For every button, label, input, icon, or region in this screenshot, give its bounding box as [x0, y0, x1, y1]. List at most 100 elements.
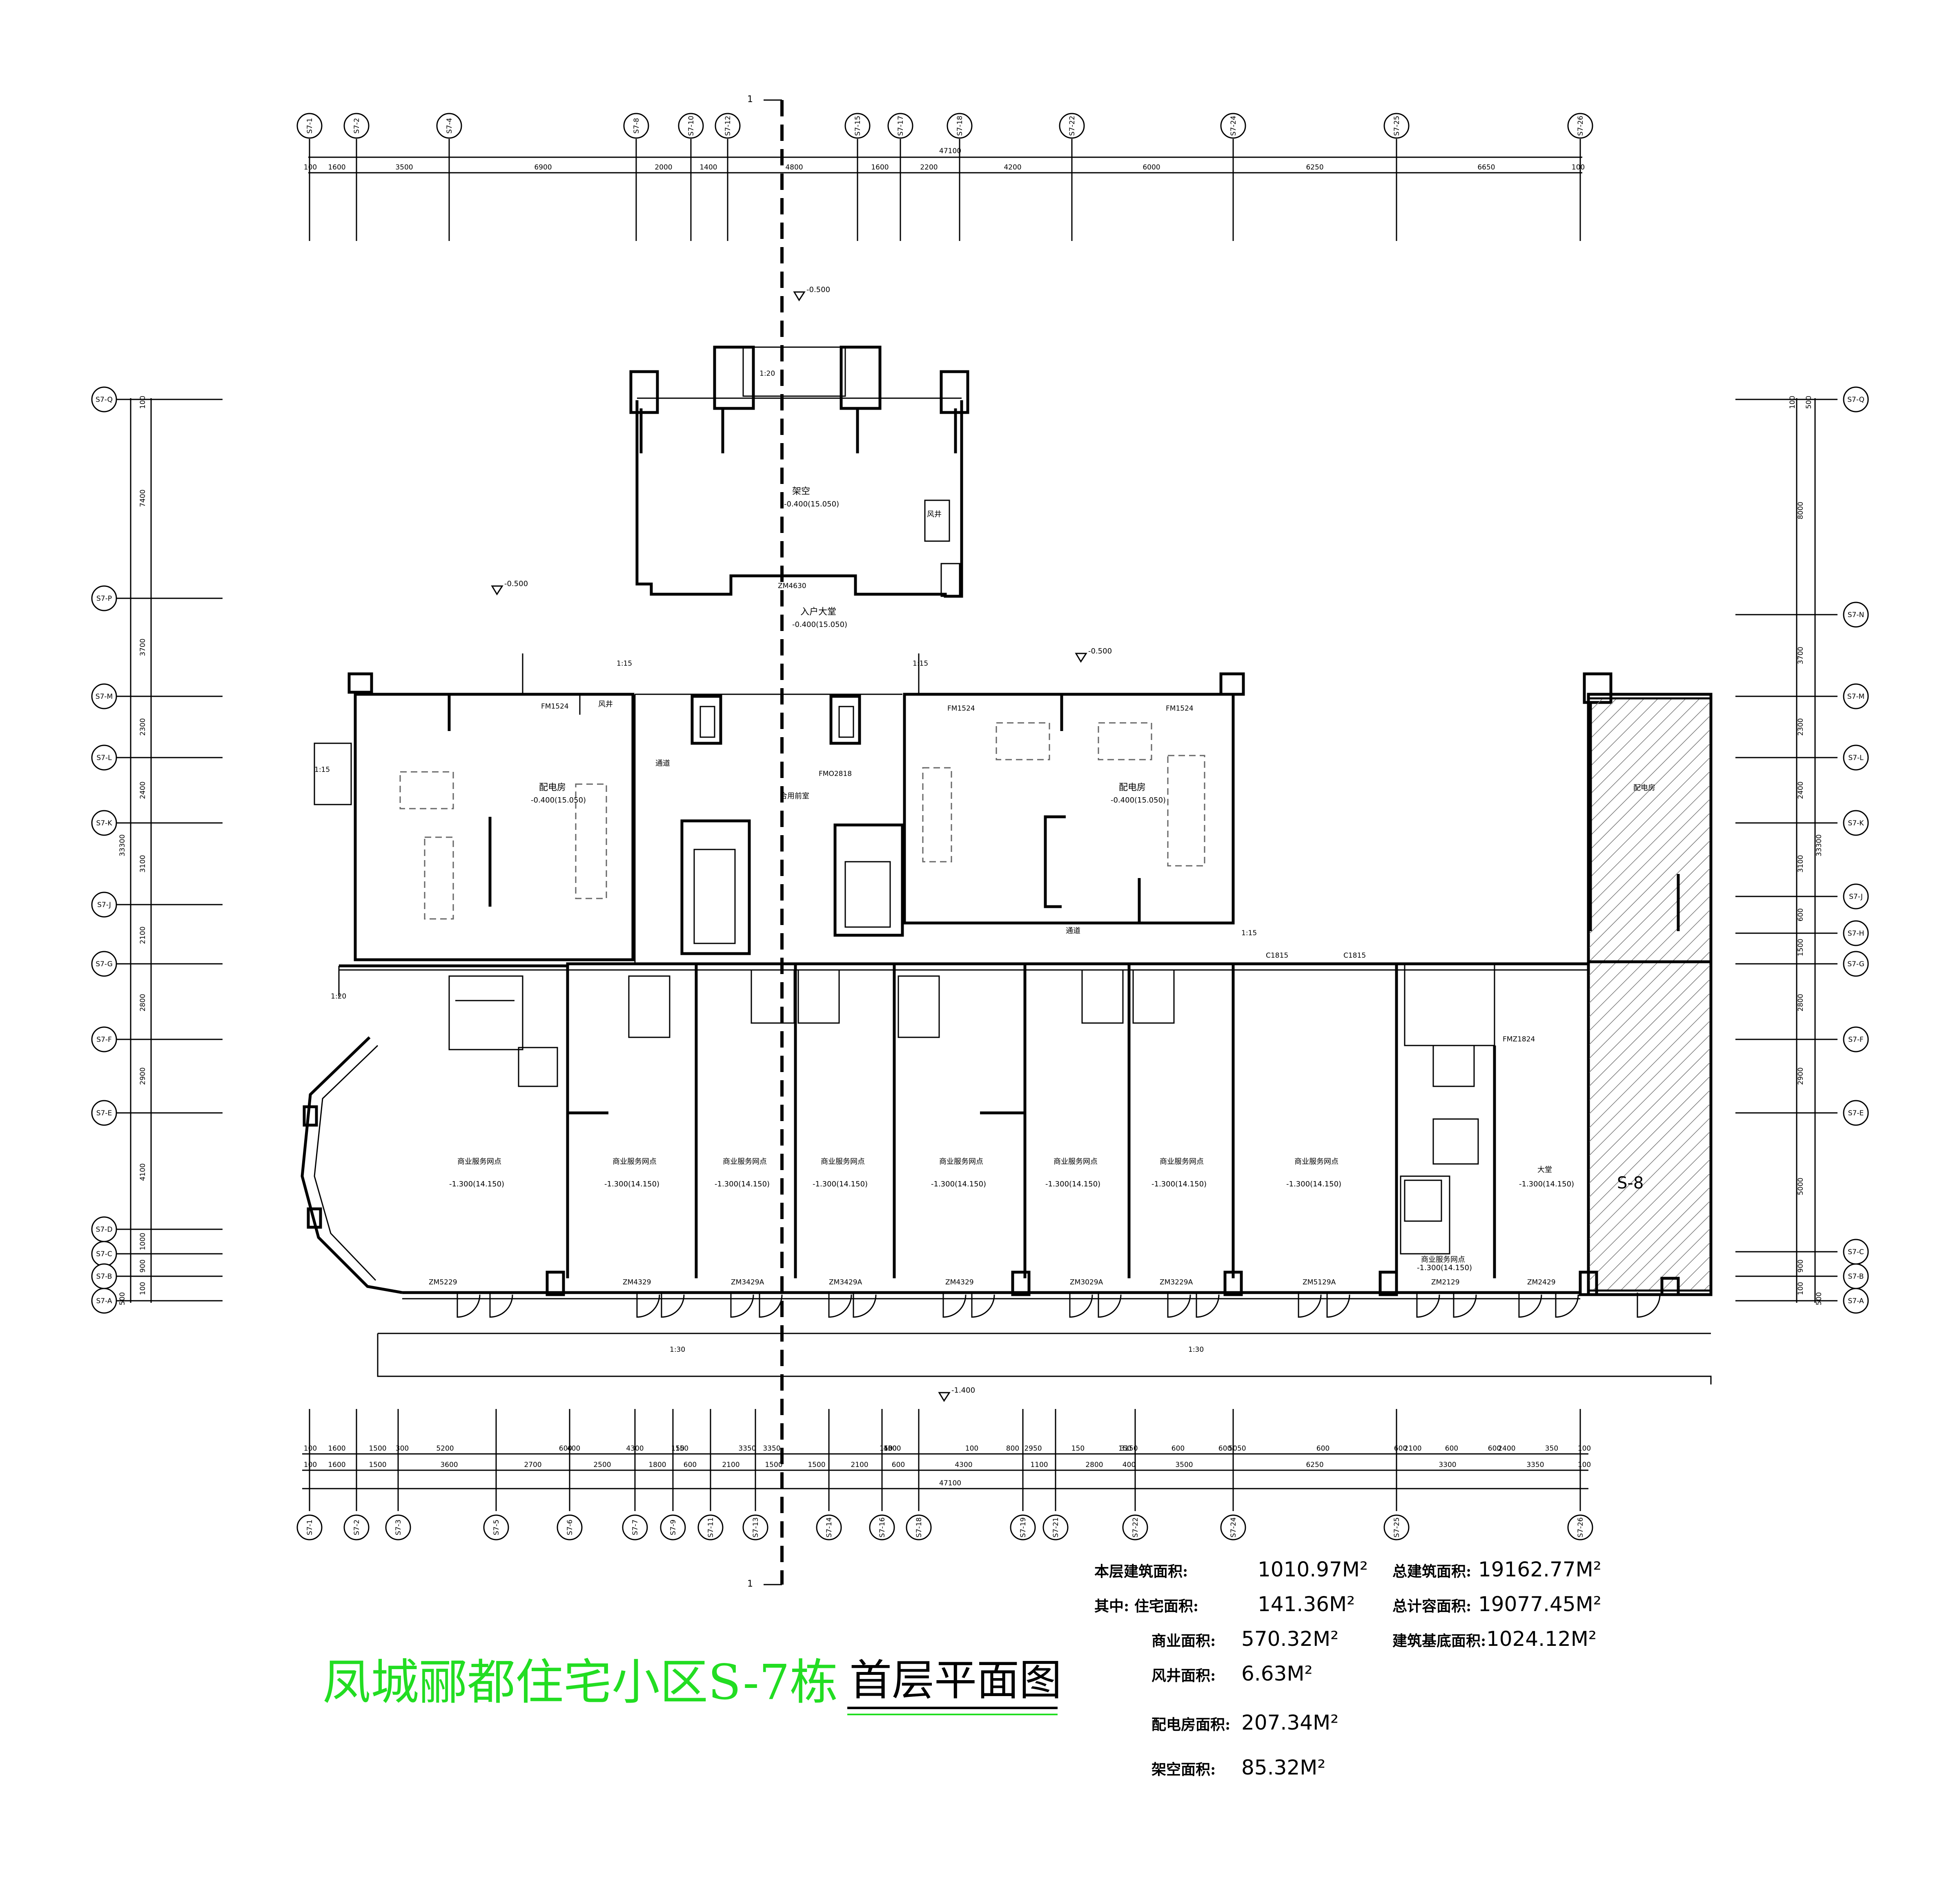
dimension-value: 4200 — [1004, 163, 1021, 172]
axis-label: S7-D — [96, 1226, 113, 1234]
bottom-total-dimension: 47100 — [939, 1479, 961, 1487]
axis-label: S7-22 — [1068, 116, 1076, 136]
door-swing — [971, 1293, 995, 1318]
axis-bubble: S7-25 — [1383, 1514, 1410, 1540]
dimension-value: 6900 — [534, 163, 552, 172]
door-swing — [828, 1293, 852, 1318]
dimension-value: 1500 — [765, 1461, 782, 1469]
axis-bubble: S7-P — [91, 585, 117, 611]
level-left-outdoor: -0.500 — [504, 580, 528, 588]
door-tag: ZM3029A — [1070, 1278, 1103, 1286]
axis-bubble: S7-K — [1843, 810, 1869, 836]
slope-mark: 1:15 — [913, 660, 928, 668]
room-label-shop-6: 商业服务网点 — [1054, 1157, 1098, 1166]
dimension-value: 600 — [1316, 1445, 1330, 1453]
axis-bubble: S7-B — [91, 1263, 117, 1289]
dimension-value: 4100 — [139, 1163, 147, 1181]
axis-label: S7-10 — [687, 116, 695, 136]
axis-bubble: S7-E — [91, 1100, 117, 1126]
dimension-value: 100 — [1578, 1461, 1591, 1469]
dimension-value: 350 — [1545, 1445, 1558, 1453]
axis-label: S7-J — [1849, 893, 1863, 901]
stat-value: 19162.77M² — [1478, 1558, 1601, 1581]
room-level-hall: -1.300(14.150) — [1519, 1180, 1574, 1188]
stat-label: 风井面积: — [1152, 1667, 1216, 1684]
dimension-value: 600 — [1797, 908, 1805, 921]
stat-value: 1010.97M² — [1258, 1558, 1368, 1581]
room-label-power-left: 配电房 — [539, 782, 566, 793]
door-swing — [759, 1293, 783, 1318]
axis-bubble: S7-26 — [1567, 113, 1593, 139]
dimension-value: 300 — [396, 1445, 409, 1453]
dimension-value: 150 — [1071, 1445, 1085, 1453]
axis-bubble: S7-21 — [1042, 1514, 1069, 1540]
axis-bubble: S7-1 — [296, 113, 323, 139]
dimension-value: 4300 — [955, 1461, 972, 1469]
door-swing — [1637, 1293, 1661, 1318]
door-tag: ZM2129 — [1431, 1278, 1460, 1286]
room-level-shop-9: -1.300(14.150) — [1417, 1264, 1472, 1272]
room-label-shop-5: 商业服务网点 — [939, 1157, 983, 1166]
door-swing — [942, 1293, 967, 1318]
axis-bubble: S7-24 — [1220, 113, 1246, 139]
axis-label: S7-N — [1848, 611, 1864, 619]
dimension-value: 3300 — [1439, 1461, 1456, 1469]
axis-label: S7-C — [1848, 1248, 1864, 1256]
axis-bubble: S7-3 — [385, 1514, 411, 1540]
dimension-value: 150 — [671, 1445, 684, 1453]
axis-label: S7-Q — [96, 396, 113, 404]
axis-label: S7-L — [1848, 754, 1864, 762]
axis-bubble: S7-8 — [623, 113, 649, 139]
room-level-shop-3: -1.300(14.150) — [715, 1180, 770, 1188]
axis-label: S7-16 — [878, 1517, 886, 1537]
axis-bubble: S7-L — [1843, 745, 1869, 771]
stat-label: 建筑基底面积: — [1392, 1632, 1486, 1650]
axis-bubble: S7-F — [91, 1026, 117, 1052]
room-label-shared-anteroom: 合用前室 — [780, 792, 809, 800]
project-title: 凤城郦都住宅小区S-7栋 — [323, 1654, 838, 1710]
dimension-value: 5000 — [1797, 1177, 1805, 1195]
dimension-value: 2700 — [524, 1461, 541, 1469]
room-level-shop-5: -1.300(14.150) — [931, 1180, 986, 1188]
axis-label: S7-7 — [631, 1520, 639, 1536]
axis-label: S7-14 — [825, 1517, 833, 1537]
drawing-title: 凤城郦都住宅小区S-7栋 首层平面图 — [323, 1654, 1062, 1715]
axis-bubble: S7-Q — [91, 386, 117, 412]
axis-bubble: S7-C — [1843, 1239, 1869, 1265]
room-label-power-s8: 配电房 — [1633, 784, 1655, 792]
door-tag: ZM4329 — [945, 1278, 974, 1286]
axis-bubble: S7-14 — [816, 1514, 842, 1540]
room-label-power-right: 配电房 — [1119, 782, 1146, 793]
area-statistics: 本层建筑面积: 1010.97M² 其中: 住宅面积: 141.36M² 商业面… — [1094, 1558, 1601, 1779]
axis-bubble: S7-16 — [869, 1514, 895, 1540]
dimension-value: 3100 — [1797, 855, 1805, 872]
axis-bubble: S7-12 — [715, 113, 741, 139]
slope-mark: 1:15 — [617, 660, 632, 668]
dimension-value: 100 — [884, 1445, 897, 1453]
axis-bubble: S7-D — [91, 1216, 117, 1242]
dimension-value: 33300 — [118, 834, 127, 856]
axis-label: S7-1 — [306, 118, 314, 134]
axis-label: S7-K — [1848, 819, 1864, 827]
dimension-value: 4300 — [883, 1445, 901, 1453]
dimension-value: 100 — [1578, 1445, 1591, 1453]
dimension-value: 1500 — [369, 1461, 386, 1469]
dimension-value: 1000 — [139, 1233, 147, 1250]
door-tag: ZM2429 — [1527, 1278, 1556, 1286]
axis-bubble: S7-22 — [1122, 1514, 1148, 1540]
dimension-value: 800 — [1006, 1445, 1019, 1453]
axis-bubble: S7-19 — [1010, 1514, 1036, 1540]
axis-label: S7-3 — [394, 1520, 403, 1536]
axis-label: S7-K — [96, 819, 113, 827]
dimension-value: 100 — [304, 163, 317, 172]
dimension-value: 3700 — [139, 638, 147, 656]
stat-label: 总建筑面积: — [1392, 1563, 1471, 1580]
axis-label: S7-24 — [1229, 116, 1238, 136]
section-cut-line: 1 1 — [747, 94, 784, 1589]
room-label-shop-4: 商业服务网点 — [821, 1157, 865, 1166]
dimension-value: 600 — [1172, 1445, 1185, 1453]
dimension-value: 2800 — [1797, 994, 1805, 1011]
door-tag: FMO2818 — [819, 770, 852, 778]
door-tag: ZM4329 — [623, 1278, 651, 1286]
